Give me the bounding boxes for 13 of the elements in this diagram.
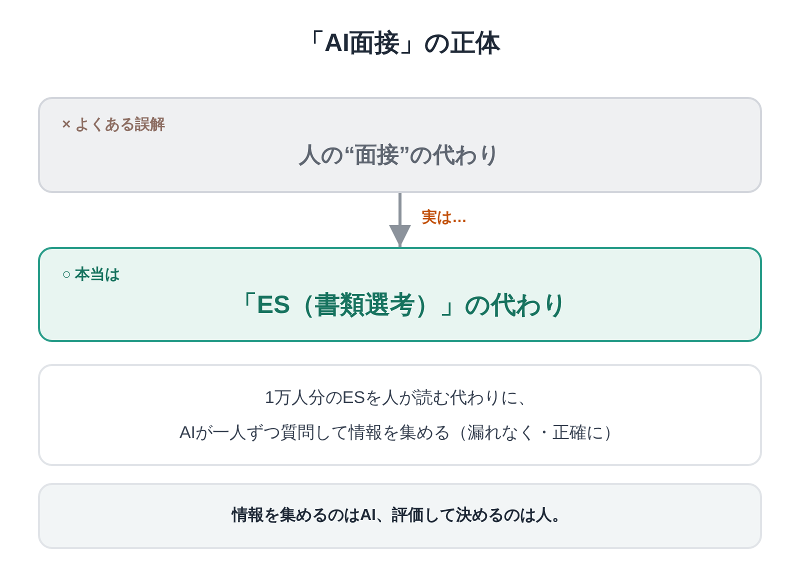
arrow [389,193,411,247]
box-text: 1万人分のESを人が読む代わりに、AIが一人ずつ質問して情報を集める（漏れなく・正確に） [178,387,622,444]
misconception-box [38,97,762,193]
box-heading: ○ 本当は [62,265,120,285]
box-text: 人の“面接”の代わり [299,141,501,169]
box-heading: × よくある誤解 [62,115,165,135]
box-text: 情報を集めるのはAI、評価して決めるのは人。 [232,505,568,526]
diagram-title: 「AI面接」の正体 [300,28,500,59]
explanation-box [38,364,762,466]
summary-box [38,483,762,549]
box-text: 「ES（書類選考）」の代わり [232,290,568,320]
truth-box [38,247,762,342]
edge-label: 実は… [422,208,467,228]
